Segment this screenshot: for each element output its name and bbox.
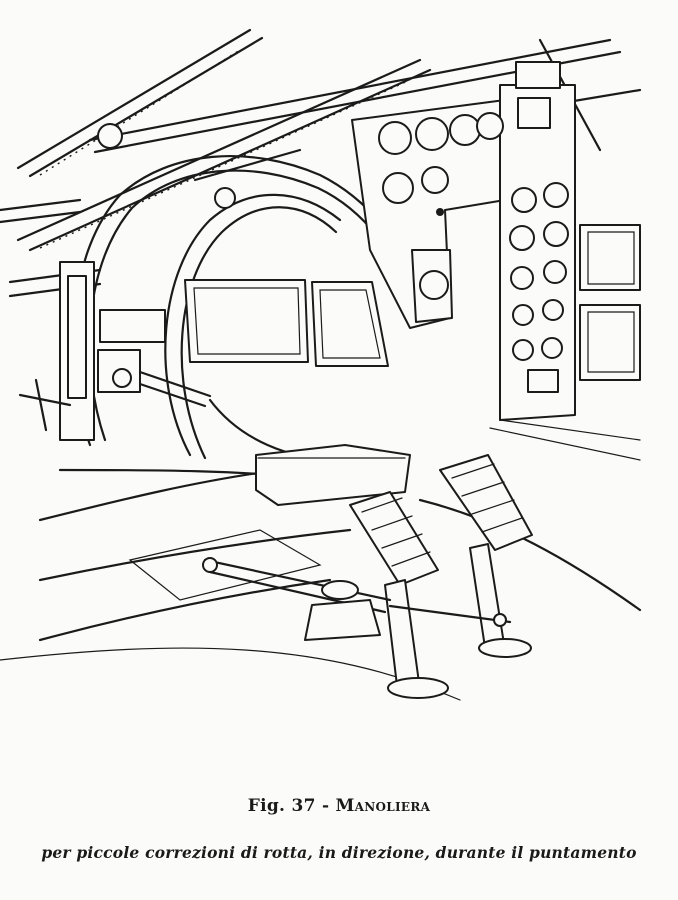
caption-separator: - (315, 796, 336, 816)
left-mechanism (18, 123, 236, 441)
manoliera-lever (202, 557, 512, 641)
cockpit-windows (184, 224, 641, 381)
rudder-pedals (349, 454, 533, 699)
cockpit-illustration (0, 28, 642, 701)
pedal-grip-right (451, 463, 523, 533)
figure-title: Manoliera (335, 796, 431, 816)
figure-label: Fig. 37 (247, 796, 316, 816)
instrument-panel (351, 61, 576, 421)
figure-caption-subtitle: per piccole correzioni di rotta, in dire… (41, 843, 637, 862)
panel-gauges (378, 112, 569, 361)
pedal-grip-left (361, 497, 431, 567)
seat-block (255, 444, 411, 506)
figure-caption-title: Fig. 37 - Manoliera (0, 796, 678, 816)
floor-contours (0, 419, 642, 701)
cockpit-drawing (0, 28, 642, 701)
canopy-frame (0, 28, 642, 298)
